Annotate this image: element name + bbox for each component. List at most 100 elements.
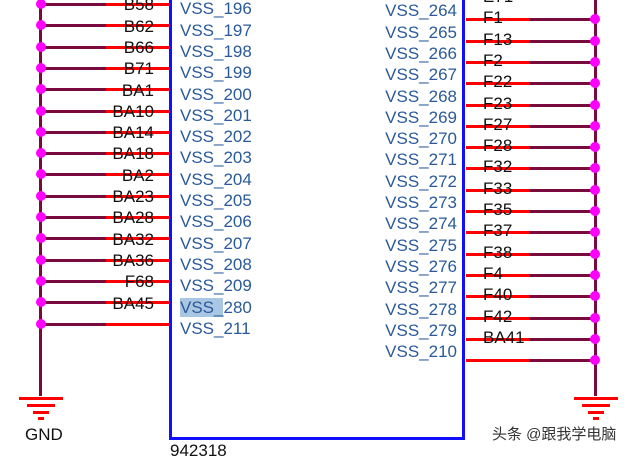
- net-label: BA36: [112, 250, 154, 270]
- pin-label: VSS_270: [385, 129, 457, 149]
- pin-label: VSS_277: [385, 278, 457, 298]
- component-body[interactable]: [169, 0, 465, 440]
- pin-label: VSS_209: [180, 276, 252, 296]
- pin-label: VSS_275: [385, 235, 457, 255]
- pin-label: VSS_199: [180, 63, 252, 83]
- junction-dot: [590, 78, 600, 89]
- junction-dot: [590, 56, 600, 67]
- junction-dot: [590, 227, 600, 238]
- pin-label: VSS_206: [180, 212, 252, 232]
- pin-label: VSS_268: [385, 86, 457, 106]
- junction-dot: [590, 184, 600, 195]
- junction-dot: [36, 254, 46, 265]
- net-label: F32: [483, 157, 513, 177]
- net-label: F2: [483, 50, 503, 70]
- pin-label: VSS_205: [180, 191, 252, 210]
- net-label: F13: [483, 29, 513, 49]
- junction-dot: [36, 212, 46, 222]
- pin-label: VSS_280: [180, 297, 252, 317]
- net-label: BA41: [483, 327, 525, 347]
- net-label: F28: [483, 136, 513, 156]
- net-label: BA10: [112, 101, 154, 121]
- net-label: BA32: [112, 229, 154, 249]
- net-label: B58: [123, 0, 154, 15]
- junction-dot: [590, 333, 600, 344]
- net-label: B66: [123, 37, 154, 57]
- net-label: F42: [483, 306, 513, 326]
- pin-label: VSS_266: [385, 43, 457, 63]
- pin-label: VSS_203: [180, 148, 252, 168]
- pin-label: VSS_211: [180, 318, 251, 338]
- junction-dot: [36, 275, 46, 286]
- net-label: F38: [483, 242, 513, 262]
- junction-dot: [590, 163, 600, 174]
- junction-dot: [590, 142, 600, 153]
- part-number: 942318: [170, 441, 227, 460]
- junction-dot: [590, 269, 600, 280]
- net-label: BA28: [112, 208, 154, 228]
- pin-label: VSS_264: [385, 1, 457, 21]
- junction-dot: [590, 99, 600, 110]
- junction-dot: [590, 35, 600, 46]
- pin-label: VSS_201: [180, 105, 252, 125]
- junction-dot: [590, 355, 600, 366]
- pin-label: VSS_207: [180, 233, 252, 253]
- net-label: E71: [483, 0, 513, 5]
- junction-dot: [36, 318, 46, 329]
- net-label: B71: [123, 59, 154, 79]
- net-label: BA2: [121, 165, 154, 185]
- junction-dot: [36, 105, 46, 116]
- pin-label: VSS_269: [385, 107, 457, 127]
- net-label: BA18: [112, 144, 154, 164]
- junction-dot: [590, 248, 600, 259]
- pin-label: VSS_279: [385, 320, 457, 340]
- junction-dot: [36, 126, 46, 137]
- junction-dot: [590, 291, 600, 302]
- pin-label: VSS_276: [385, 256, 457, 276]
- net-label: BA23: [112, 187, 154, 206]
- net-label: BA14: [112, 123, 154, 143]
- pin-label: VSS_210: [385, 342, 457, 362]
- junction-dot: [36, 233, 46, 244]
- pin-label: VSS_267: [385, 65, 457, 85]
- pin-label: VSS_197: [180, 20, 252, 40]
- pin-label: VSS_200: [180, 84, 252, 104]
- net-label: F33: [483, 178, 513, 198]
- junction-dot: [36, 169, 46, 180]
- junction-dot: [36, 20, 46, 31]
- pin-label: VSS_196: [180, 0, 252, 19]
- pin-label: VSS_208: [180, 254, 252, 274]
- pin-label: VSS_278: [385, 299, 457, 319]
- gnd-label: GND: [25, 425, 63, 444]
- junction-dot: [36, 0, 46, 9]
- junction-dot: [36, 41, 46, 52]
- net-label: BA1: [121, 80, 154, 100]
- junction-dot: [36, 84, 46, 95]
- pin-label: VSS_204: [180, 169, 252, 189]
- net-label: F68: [124, 272, 154, 292]
- net-label: F40: [483, 285, 513, 305]
- pin-label: VSS_202: [180, 127, 252, 147]
- pin-label: VSS_273: [385, 193, 457, 212]
- pin-label: VSS_274: [385, 214, 457, 234]
- net-label: F23: [483, 93, 513, 113]
- junction-dot: [36, 190, 46, 201]
- text-selection[interactable]: VSS_: [180, 297, 224, 317]
- net-label: F4: [483, 263, 503, 283]
- pin-label: VSS_198: [180, 41, 252, 61]
- junction-dot: [590, 14, 600, 25]
- junction-dot: [590, 120, 600, 131]
- net-label: F35: [483, 200, 513, 219]
- net-label: B62: [123, 16, 154, 36]
- net-label: F37: [483, 221, 513, 241]
- net-label: F27: [483, 114, 513, 134]
- pin-label: VSS_265: [385, 22, 457, 42]
- junction-dot: [36, 62, 46, 73]
- pin-label: VSS_272: [385, 171, 457, 191]
- junction-dot: [590, 206, 600, 216]
- pin-label: VSS_271: [385, 150, 457, 170]
- net-label: BA45: [112, 293, 154, 313]
- net-label: F1: [483, 8, 503, 28]
- junction-dot: [36, 148, 46, 159]
- net-label: F22: [483, 72, 513, 92]
